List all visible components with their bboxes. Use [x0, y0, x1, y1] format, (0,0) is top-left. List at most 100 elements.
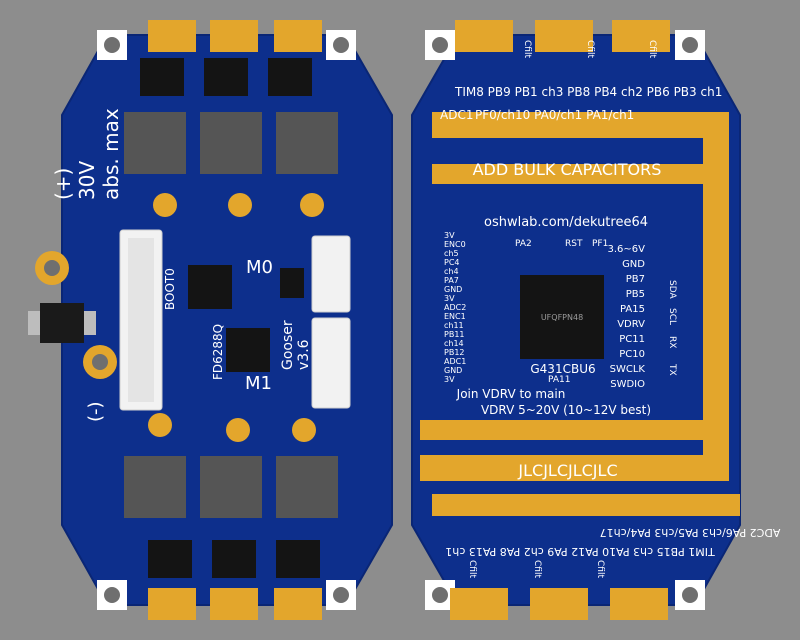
front-power-pad-plus	[35, 251, 69, 285]
motor-pad	[274, 20, 322, 52]
top-pin-labels: TIM8 PB9 PB1 ch3 PB8 PB4 ch2 PB6 PB3 ch1	[454, 85, 722, 99]
minus-label: (-)	[85, 401, 106, 422]
left-pin-label: PB11	[444, 330, 465, 339]
cfilt-label: Cfilt	[532, 560, 542, 578]
motor-pad	[535, 20, 593, 52]
right-pin-label: PB5	[626, 289, 645, 300]
right-pin-label: GND	[622, 259, 645, 270]
motor-pad	[450, 588, 508, 620]
right-pin-label: VDRV	[617, 319, 645, 330]
motor-pad	[210, 20, 258, 52]
m1-label: M1	[245, 373, 272, 394]
right-side-label: RX	[667, 336, 677, 348]
adc2-bottom-label: ADC2 PA6/ch3 PA5/ch3 PA4/ch17	[600, 526, 781, 539]
left-pin-label: ch11	[444, 321, 464, 330]
motor-pad	[148, 20, 196, 52]
jlc-label: JLCJLCJLCJLC	[517, 461, 617, 480]
back-silk-labels: TIM8 PB9 PB1 ch3 PB8 PB4 ch2 PB6 PB3 ch1…	[440, 85, 780, 558]
vdrv-label: VDRV 5~20V (10~12V best)	[481, 403, 651, 417]
motor-pad	[530, 588, 588, 620]
front-mosfets	[124, 58, 338, 578]
left-pin-label: ch14	[444, 339, 464, 348]
mount-hole	[432, 587, 448, 603]
mosfet	[148, 540, 192, 578]
power-mosfet	[276, 112, 338, 174]
motor-pad	[610, 588, 668, 620]
front-gold-pads-row-bottom	[148, 413, 316, 442]
left-pin-label: 3V	[444, 231, 455, 240]
right-pin-label: PC11	[619, 334, 645, 345]
motor-pad	[210, 588, 258, 620]
left-pin-label: PA7	[444, 276, 459, 285]
left-pin-label: PC4	[444, 258, 460, 267]
right-pin-label: 3.6~6V	[608, 244, 646, 255]
mosfet	[204, 58, 248, 96]
front-diode	[28, 303, 96, 343]
adc1-label: ADC1	[440, 108, 473, 122]
left-pin-label: ADC1	[444, 357, 466, 366]
right-pin-label: SWCLK	[610, 364, 646, 375]
mosfet	[268, 58, 312, 96]
right-side-labels: SDA SCL RX TX	[667, 280, 677, 376]
small-label: PF1	[592, 239, 608, 249]
front-chip-center	[188, 265, 304, 372]
gooser-label: Gooserv3.6	[280, 320, 312, 370]
url-label: oshwlab.com/dekutree64	[484, 215, 648, 230]
mount-hole	[682, 587, 698, 603]
mcu-marking: UFQFPN48	[541, 313, 583, 322]
mcu-label: G431CBU6	[530, 362, 595, 376]
front-gold-pads-row-top	[153, 193, 324, 217]
left-pin-label: GND	[444, 285, 462, 294]
tim1-bottom-label: TIM1 PB15 ch3 PA10 PA12 PA9 ch2 PA8 PA13…	[445, 545, 715, 558]
right-pin-label: PA15	[620, 304, 645, 315]
right-pin-label: PB7	[626, 274, 645, 285]
mount-hole	[682, 37, 698, 53]
fd-label: FD6288Q	[211, 324, 225, 380]
front-connector-left	[119, 229, 163, 411]
mount-hole	[432, 37, 448, 53]
adc1-pins-label: PF0/ch10 PA0/ch1 PA1/ch1	[475, 108, 634, 122]
front-power-pad-minus	[83, 345, 117, 379]
front-side-board: (+)30Vabs. max (-) BOOT0 M0 M1 FD6288Q G…	[28, 20, 393, 620]
mount-hole	[104, 587, 120, 603]
back-mount-holes	[425, 30, 705, 610]
left-pin-label: ADC2	[444, 303, 466, 312]
front-copper-pads	[148, 20, 322, 620]
right-side-label: SDA	[667, 280, 677, 299]
cfilt-label: Cfilt	[595, 560, 605, 578]
mount-hole	[104, 37, 120, 53]
left-pin-label: 3V	[444, 375, 455, 384]
power-mosfet	[276, 456, 338, 518]
small-label: PA2	[515, 239, 532, 249]
mosfet	[140, 58, 184, 96]
right-side-label: SCL	[667, 308, 677, 325]
voltage-label: (+)30Vabs. max	[51, 108, 123, 200]
right-pin-label: PC10	[619, 349, 645, 360]
power-mosfet	[200, 112, 262, 174]
right-pin-label: SWDIO	[610, 379, 645, 390]
motor-pad	[612, 20, 670, 52]
small-label: RST	[565, 239, 583, 249]
right-side-label: TX	[667, 363, 677, 376]
m0-label: M0	[246, 257, 273, 278]
power-mosfet	[124, 456, 186, 518]
back-mcu: UFQFPN48	[520, 275, 604, 359]
mount-hole	[333, 37, 349, 53]
motor-pad	[148, 588, 196, 620]
left-pin-label: PB12	[444, 348, 465, 357]
join-label: Join VDRV to main	[456, 387, 566, 401]
mount-hole	[333, 587, 349, 603]
left-pin-label: ch4	[444, 267, 459, 276]
cfilt-label: Cfilt	[647, 40, 657, 58]
left-pin-labels: 3VENC0ch5PC4ch4PA7GND3VADC2ENC1ch11PB11c…	[444, 231, 466, 384]
cfilt-label: Cfilt	[585, 40, 595, 58]
mosfet	[276, 540, 320, 578]
boot0-label: BOOT0	[163, 268, 177, 310]
front-silk-labels: (+)30Vabs. max (-) BOOT0 M0 M1 FD6288Q G…	[51, 108, 312, 422]
front-connector-right-top	[311, 235, 351, 313]
